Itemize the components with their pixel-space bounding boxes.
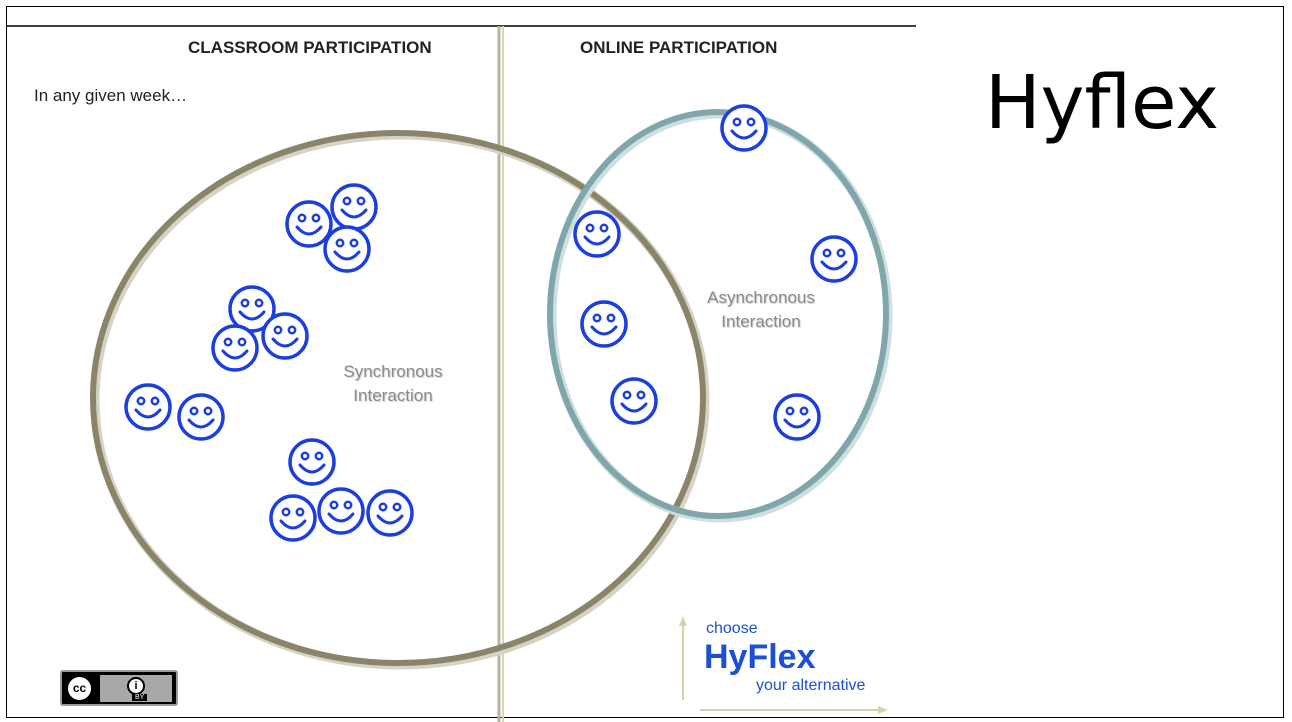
- smiley-group: [124, 104, 858, 542]
- asynchronous-label: Asynchronous Interaction: [686, 286, 836, 334]
- logo-arrowhead-up: [679, 616, 687, 626]
- classroom-heading: CLASSROOM PARTICIPATION: [188, 38, 432, 57]
- smiley-face-icon: [261, 312, 309, 360]
- asynchronous-label-line1: Asynchronous: [707, 288, 815, 307]
- attribution-person-icon: i: [127, 677, 145, 695]
- smiley-face-icon: [573, 210, 621, 258]
- creative-commons-icon: cc: [66, 675, 93, 702]
- slide-title: Hyflex: [985, 60, 1220, 146]
- smiley-face-icon: [610, 377, 658, 425]
- smiley-face-icon: [580, 300, 628, 348]
- synchronous-label: Synchronous Interaction: [318, 360, 468, 408]
- smiley-face-icon: [211, 324, 259, 372]
- logo-choose-text: choose: [706, 620, 758, 637]
- smiley-face-icon: [269, 494, 317, 542]
- intro-text: In any given week…: [34, 86, 188, 105]
- smiley-face-icon: [288, 438, 336, 486]
- smiley-face-icon: [124, 383, 172, 431]
- synchronous-label-line1: Synchronous: [343, 362, 443, 381]
- smiley-face-icon: [317, 487, 365, 535]
- asynchronous-label-line2: Interaction: [721, 312, 801, 331]
- smiley-face-icon: [330, 183, 378, 231]
- smiley-face-icon: [810, 235, 858, 283]
- smiley-face-icon: [773, 393, 821, 441]
- smiley-face-icon: [228, 285, 276, 333]
- online-ellipse: [547, 109, 889, 519]
- attribution-by-label: BY: [132, 694, 148, 701]
- logo-hyflex-text: HyFlex: [704, 638, 816, 676]
- smiley-face-icon: [323, 225, 371, 273]
- logo-tagline-text: your alternative: [756, 677, 866, 694]
- smiley-face-icon: [720, 104, 768, 152]
- smiley-face-icon: [366, 489, 414, 537]
- smiley-face-icon: [177, 393, 225, 441]
- creative-commons-badge[interactable]: cc i BY: [60, 670, 178, 706]
- smiley-face-icon: [285, 200, 333, 248]
- logo-arrowhead-right: [878, 706, 888, 714]
- online-heading: ONLINE PARTICIPATION: [580, 38, 778, 57]
- synchronous-label-line2: Interaction: [353, 386, 433, 405]
- classroom-circle: [90, 130, 706, 666]
